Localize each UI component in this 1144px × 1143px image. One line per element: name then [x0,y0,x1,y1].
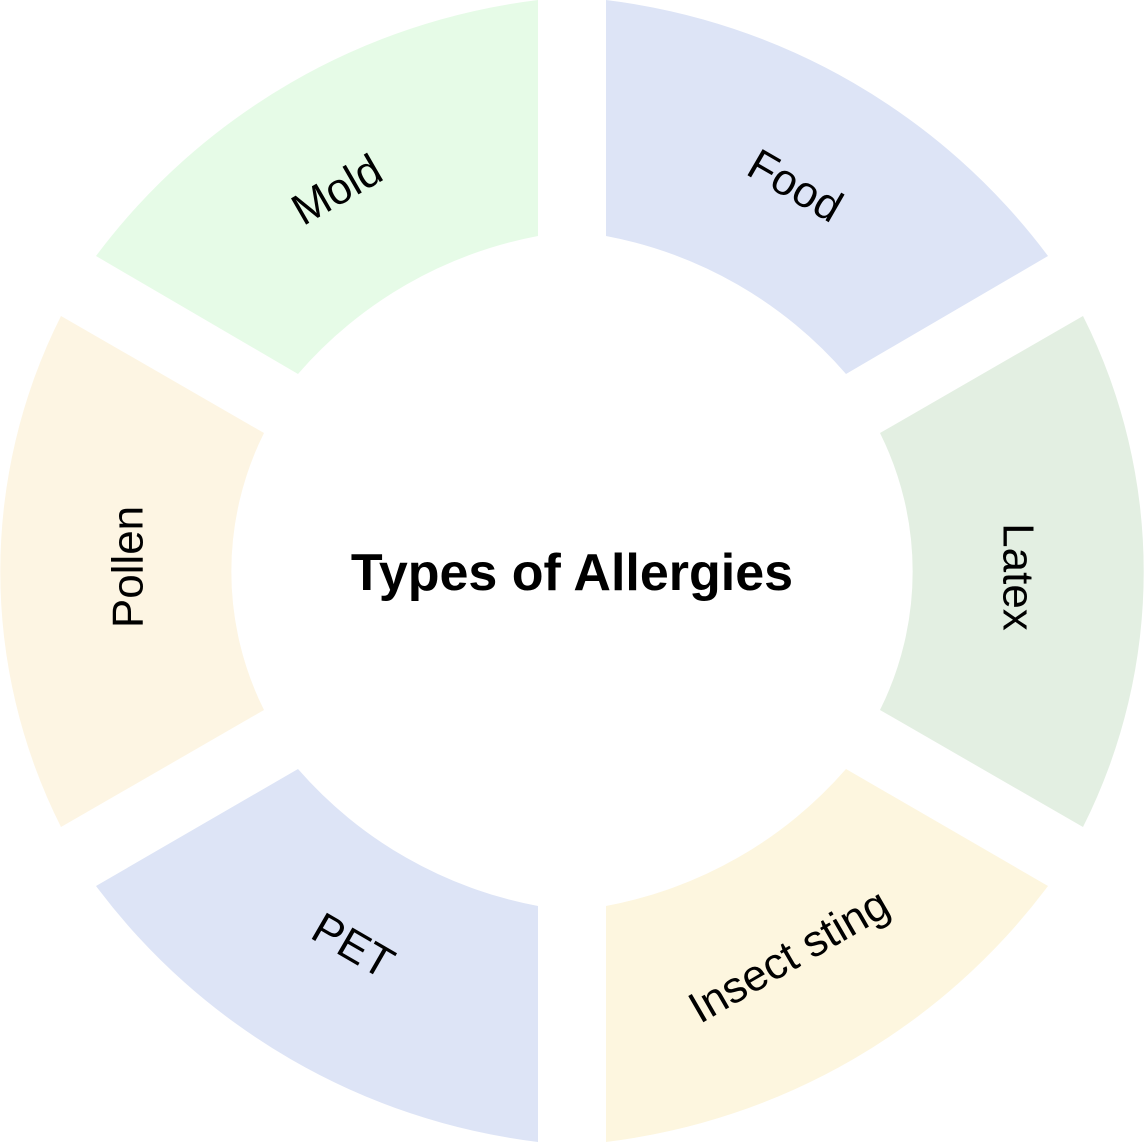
segment-pet: PET [96,769,538,1142]
segment-food-shape [606,0,1048,374]
segment-food: Food [606,0,1048,374]
segment-insect-sting: Insect sting [606,769,1048,1142]
segment-latex-shape [880,316,1144,827]
segment-mold: Mold [96,0,538,374]
segment-latex: Latex [880,316,1144,827]
segment-pollen-label: Pollen [104,506,153,628]
segment-pollen: Pollen [0,316,265,827]
segment-mold-shape [96,0,538,374]
segment-latex-label: Latex [994,523,1043,631]
segment-pollen-shape [0,316,265,827]
diagram-title: Types of Allergies [351,544,793,602]
segment-insect-sting-shape [606,769,1048,1142]
segment-pet-shape [96,769,538,1142]
